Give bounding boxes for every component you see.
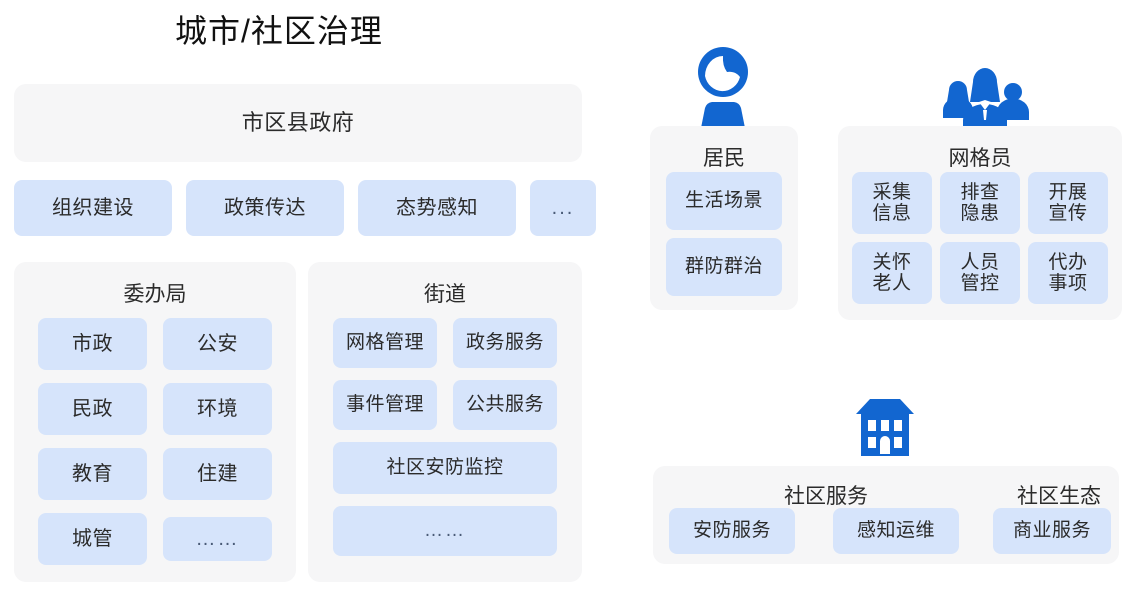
gridworker-chip-grid: 采集信息 排查隐患 开展宣传 关怀老人 人员管控 代办事项 [852,172,1108,304]
chip-education[interactable]: 教育 [38,448,147,500]
chip-bureau-more[interactable]: …… [163,517,272,561]
chip-investigate-hazards[interactable]: 排查隐患 [940,172,1020,234]
chip-community-security-monitoring[interactable]: 社区安防监控 [333,442,557,494]
people-group-icon [930,50,1040,128]
government-title: 市区县政府 [241,110,355,135]
street-title: 街道 [424,283,466,306]
chip-sensing-ops[interactable]: 感知运维 [833,508,959,554]
chip-street-more[interactable]: …… [333,506,557,556]
chip-agency-matters[interactable]: 代办事项 [1028,242,1108,304]
person-icon [675,44,771,128]
chip-government-more[interactable]: ... [530,180,596,236]
chip-public-security[interactable]: 公安 [163,318,272,370]
community-ecology-title: 社区生态 [1017,485,1101,508]
government-panel: 市区县政府 [14,84,582,162]
resident-title: 居民 [703,147,745,170]
chip-care-elderly[interactable]: 关怀老人 [852,242,932,304]
chip-life-scenario[interactable]: 生活场景 [666,172,782,230]
chip-mass-prevention[interactable]: 群防群治 [666,238,782,296]
chip-public-service[interactable]: 公共服务 [453,380,557,430]
chip-housing-construction[interactable]: 住建 [163,448,272,500]
chip-municipal[interactable]: 市政 [38,318,147,370]
government-chip-row: 组织建设 政策传达 态势感知 ... [14,180,596,236]
chip-event-management[interactable]: 事件管理 [333,380,437,430]
bureau-chip-grid: 市政 公安 民政 环境 教育 住建 城管 …… [38,318,272,565]
bureau-title: 委办局 [123,283,187,306]
gridworker-panel: 网格员 采集信息 排查隐患 开展宣传 关怀老人 人员管控 代办事项 [838,126,1122,320]
chip-commercial-service[interactable]: 商业服务 [993,508,1111,554]
chip-policy-delivery[interactable]: 政策传达 [186,180,344,236]
chip-civil-affairs[interactable]: 民政 [38,383,147,435]
gridworker-title: 网格员 [948,147,1012,170]
chip-conduct-publicity[interactable]: 开展宣传 [1028,172,1108,234]
community-service-title: 社区服务 [784,485,868,508]
chip-security-service[interactable]: 安防服务 [669,508,795,554]
chip-situation-awareness[interactable]: 态势感知 [358,180,516,236]
chip-organization-building[interactable]: 组织建设 [14,180,172,236]
chip-urban-management[interactable]: 城管 [38,513,147,565]
chip-personnel-control[interactable]: 人员管控 [940,242,1020,304]
street-chip-grid: 网格管理 政务服务 事件管理 公共服务 社区安防监控 …… [333,318,557,556]
page-title: 城市/社区治理 [175,13,383,49]
chip-collect-information[interactable]: 采集信息 [852,172,932,234]
chip-government-service[interactable]: 政务服务 [453,318,557,368]
chip-environment[interactable]: 环境 [163,383,272,435]
bureau-panel: 委办局 市政 公安 民政 环境 教育 住建 城管 …… [14,262,296,582]
chip-grid-management[interactable]: 网格管理 [333,318,437,368]
community-panel: 社区服务 社区生态 安防服务 感知运维 商业服务 [653,466,1119,564]
building-icon [845,392,925,458]
street-panel: 街道 网格管理 政务服务 事件管理 公共服务 社区安防监控 …… [308,262,582,582]
resident-panel: 居民 生活场景 群防群治 [650,126,798,310]
